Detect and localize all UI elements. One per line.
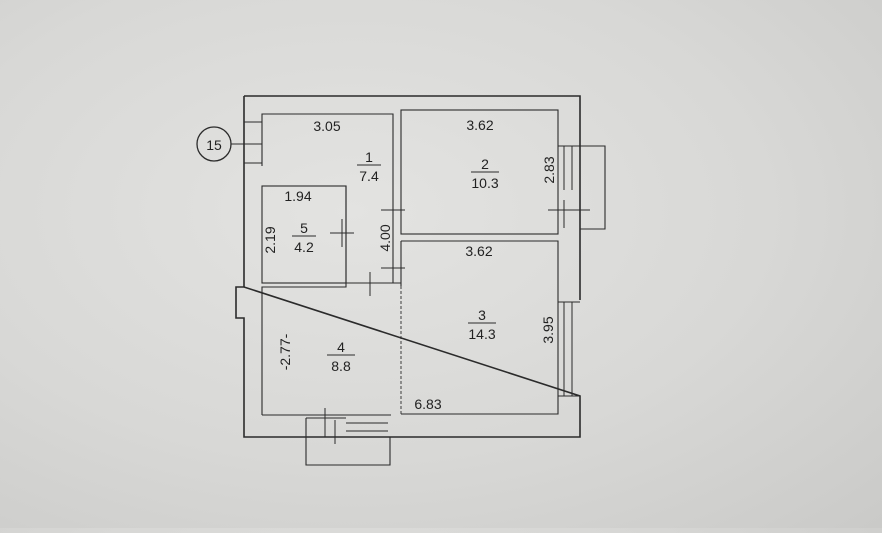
apartment-number: 15 — [206, 137, 222, 153]
room-2-depth: 2.83 — [541, 156, 557, 183]
room-2-area: 10.3 — [471, 175, 498, 191]
outer-wall — [235, 95, 581, 438]
room-5-number: 5 — [300, 220, 308, 236]
room-2-width: 3.62 — [466, 117, 493, 133]
room-5-depth: 2.19 — [262, 226, 278, 253]
balcony-bottom — [305, 408, 391, 466]
room-3-depth: 3.95 — [540, 316, 556, 343]
room-4-number: 4 — [337, 339, 345, 355]
room-1-width: 3.05 — [313, 118, 340, 134]
room-1: 3.05 1 7.4 4.00 — [261, 113, 405, 296]
room-2: 3.62 2 10.3 2.83 — [400, 109, 559, 235]
room-1-area: 7.4 — [359, 168, 379, 184]
room-5-area: 4.2 — [294, 239, 314, 255]
room-3-number: 3 — [478, 307, 486, 323]
room-4-area: 8.8 — [331, 358, 351, 374]
apartment-number-marker: 15 — [196, 126, 262, 162]
room-3: 3.62 3 14.3 3.95 6.83 — [400, 240, 559, 415]
total-width: 6.83 — [414, 396, 441, 412]
window-right — [558, 301, 580, 397]
room-2-number: 2 — [481, 156, 489, 172]
room-4-depth: -2.77- — [277, 333, 293, 370]
wall-ticks-left — [244, 121, 262, 164]
room-1-number: 1 — [365, 149, 373, 165]
balcony-right — [548, 145, 606, 230]
room-1-depth: 4.00 — [377, 224, 393, 251]
room-5-width: 1.94 — [284, 188, 311, 204]
room-3-width: 3.62 — [465, 243, 492, 259]
room-4: 4 8.8 -2.77- — [261, 282, 401, 416]
room-5: 1.94 5 4.2 2.19 — [261, 185, 354, 284]
room-3-area: 14.3 — [468, 326, 495, 342]
